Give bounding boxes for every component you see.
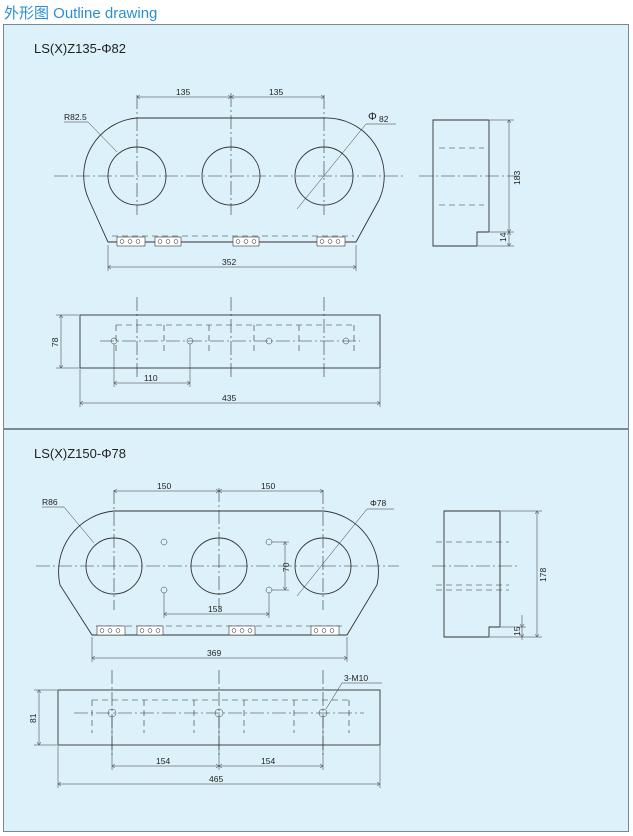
dim-hole-vertical: 70 [281, 562, 291, 572]
dim-diameter: 82 [379, 114, 389, 124]
bottom-view-outline [79, 314, 381, 369]
dim-hole-pitch-b: 154 [261, 756, 275, 766]
front-view-outline [58, 510, 379, 636]
side-view-outline [432, 119, 490, 247]
model-title: LS(X)Z135-Φ82 [34, 41, 127, 56]
dim-thread: 3-M10 [344, 673, 368, 683]
dim-depth: 81 [28, 713, 38, 723]
drawing-panel-2: LS(X)Z150-Φ78 70 153 [3, 429, 629, 832]
dim-hole-horizontal: 153 [208, 604, 222, 614]
dim-radius: R86 [42, 497, 58, 507]
model-title: LS(X)Z150-Φ78 [34, 446, 127, 461]
dim-base: 14 [498, 232, 508, 242]
dim-length: 435 [222, 393, 236, 403]
dim-width: 369 [207, 648, 221, 658]
front-view-outline [83, 117, 385, 243]
dim-pitch-a: 135 [176, 87, 190, 97]
outline-drawing-2: 70 153 150 150 R86 Φ78 [28, 481, 548, 788]
dim-diameter-symbol: Φ [368, 111, 377, 123]
drawing-panel-1: LS(X)Z135-Φ82 135 135 R82.5 [3, 24, 629, 429]
dim-hole-pitch-a: 154 [156, 756, 170, 766]
dim-pitch-b: 150 [261, 481, 275, 491]
dim-pitch-b: 135 [269, 87, 283, 97]
terminal-blocks [96, 625, 340, 636]
dim-height: 183 [512, 171, 522, 185]
dim-radius: R82.5 [64, 112, 87, 122]
dim-hole-pitch: 110 [144, 373, 158, 383]
side-view-outline [443, 510, 501, 638]
dim-height: 178 [538, 568, 548, 582]
dim-depth: 78 [50, 337, 60, 347]
terminal-blocks [116, 236, 346, 247]
dim-base: 15 [512, 626, 522, 636]
dim-width: 352 [222, 257, 236, 267]
dim-length: 465 [209, 774, 223, 784]
page-heading: 外形图 Outline drawing [4, 5, 158, 22]
outline-drawing-1: 135 135 R82.5 Φ 82 352 183 14 [50, 87, 522, 407]
dim-pitch-a: 150 [157, 481, 171, 491]
dim-diameter: Φ78 [370, 498, 387, 508]
